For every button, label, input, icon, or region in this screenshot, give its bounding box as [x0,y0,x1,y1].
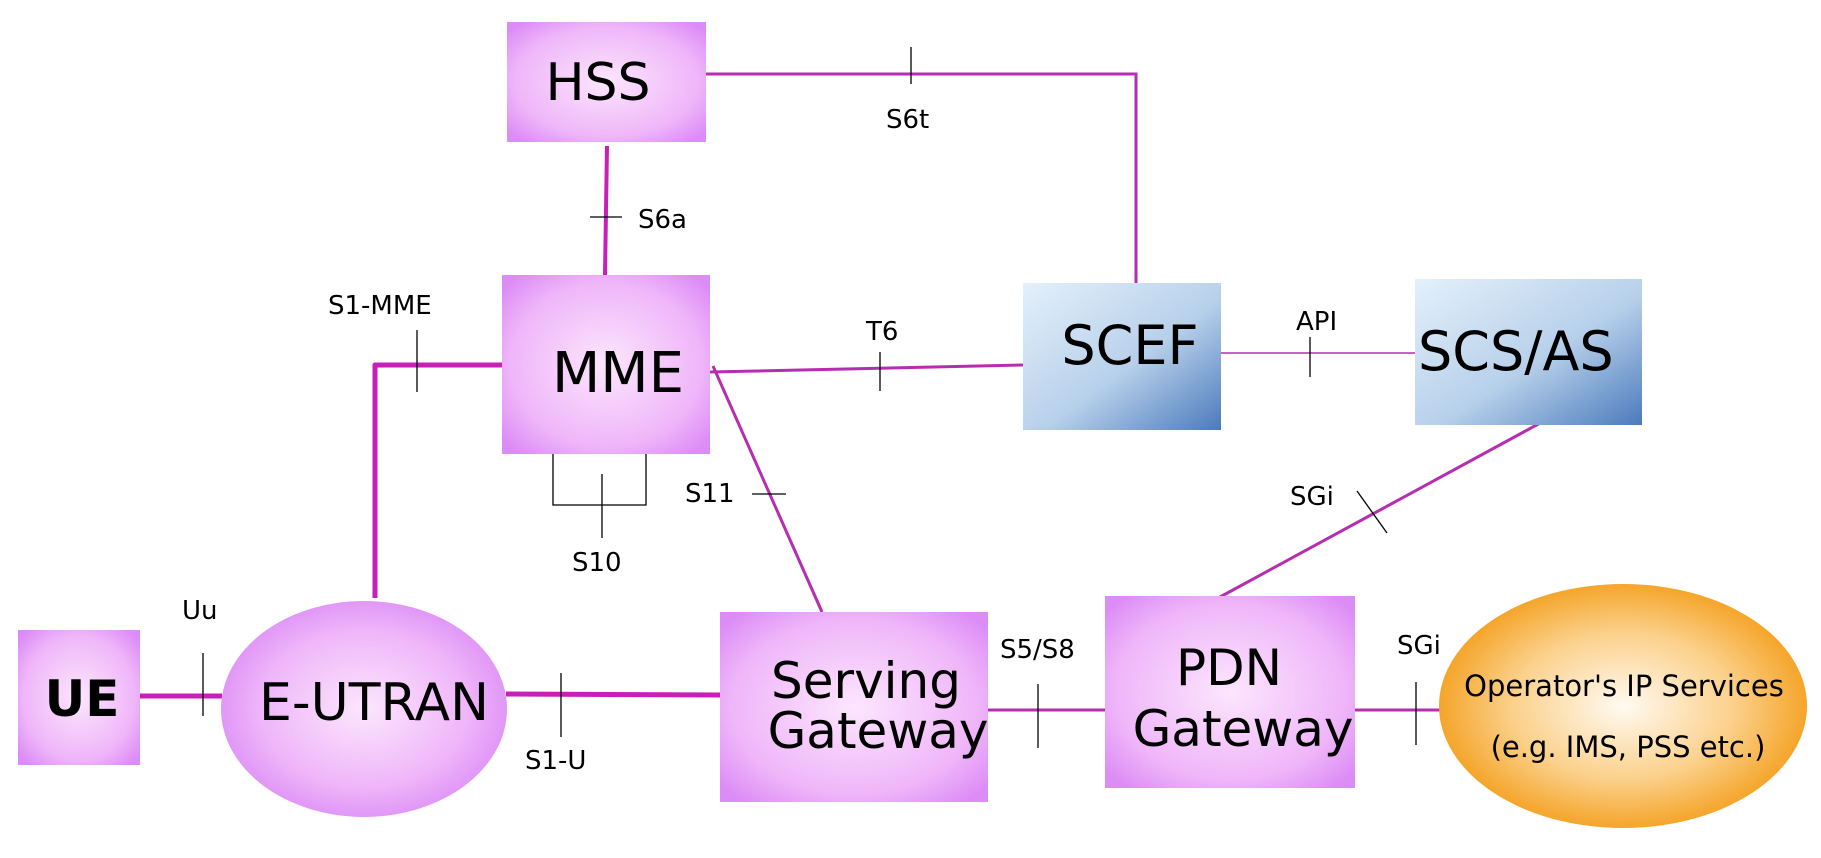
node-serving-gateway[interactable]: Serving Gateway [720,612,988,802]
s6a-label: S6a [638,205,687,235]
node-pdn-gateway[interactable]: PDN Gateway [1105,596,1355,788]
t6-link [709,363,1024,374]
scef-label: SCEF [1061,314,1198,377]
scef-box [1023,283,1221,430]
s10-label: S10 [572,548,622,578]
s6a-link [603,145,609,276]
s11-link [711,365,824,613]
s11-label: S11 [685,479,735,509]
node-mme[interactable]: MME [502,275,710,454]
scs-as-box [1415,279,1642,425]
pdn-gateway-label-line2: Gateway [1133,700,1354,758]
scs-as-label: SCS/AS [1418,320,1614,383]
s1-u-label: S1-U [525,746,586,776]
node-ue[interactable]: UE [18,630,140,765]
sgi-scs-label: SGi [1290,482,1334,512]
serving-gateway-label-line1: Serving [771,652,961,710]
sgi-scs-link [1219,420,1543,599]
pdn-gateway-label-line1: PDN [1176,639,1282,697]
s1-mme-link [372,362,502,598]
connections [140,72,1543,712]
node-e-utran[interactable]: E-UTRAN [221,601,507,817]
api-label: API [1296,307,1337,337]
node-scs-as[interactable]: SCS/AS [1415,279,1642,425]
interface-ticks [202,47,1417,748]
node-hss[interactable]: HSS [507,22,706,142]
t6-label: T6 [865,317,898,347]
s5-s8-label: S5/S8 [1000,635,1075,665]
s10-link [552,454,647,506]
s6t-label: S6t [886,105,929,135]
operator-ellipse [1439,584,1807,828]
operator-label-line1: Operator's IP Services [1464,669,1784,703]
s1-u-link [505,691,721,698]
sgi-operator-label: SGi [1397,631,1441,661]
s1-mme-label: S1-MME [328,291,432,321]
mme-label: MME [552,341,684,406]
ue-box [18,630,140,765]
serving-gateway-label-line2: Gateway [768,702,989,760]
serving-gateway-box [720,612,988,802]
node-scef[interactable]: SCEF [1023,283,1221,430]
e-utran-label: E-UTRAN [259,673,489,733]
pdn-gateway-box [1105,596,1355,788]
ue-label: UE [45,670,120,728]
hss-label: HSS [545,53,650,113]
e-utran-ellipse [221,601,507,817]
s6t-link [706,72,1138,283]
operator-label-line2: (e.g. IMS, PSS etc.) [1491,730,1766,764]
interface-labels: S6t S6a S1-MME T6 API S10 S11 SGi Uu S1-… [182,105,1441,776]
hss-box [507,22,706,142]
sgi-scs-tick [1356,490,1388,534]
node-operator-ip-services[interactable]: Operator's IP Services (e.g. IMS, PSS et… [1439,584,1807,828]
mme-box [502,275,710,454]
uu-label: Uu [182,596,218,626]
